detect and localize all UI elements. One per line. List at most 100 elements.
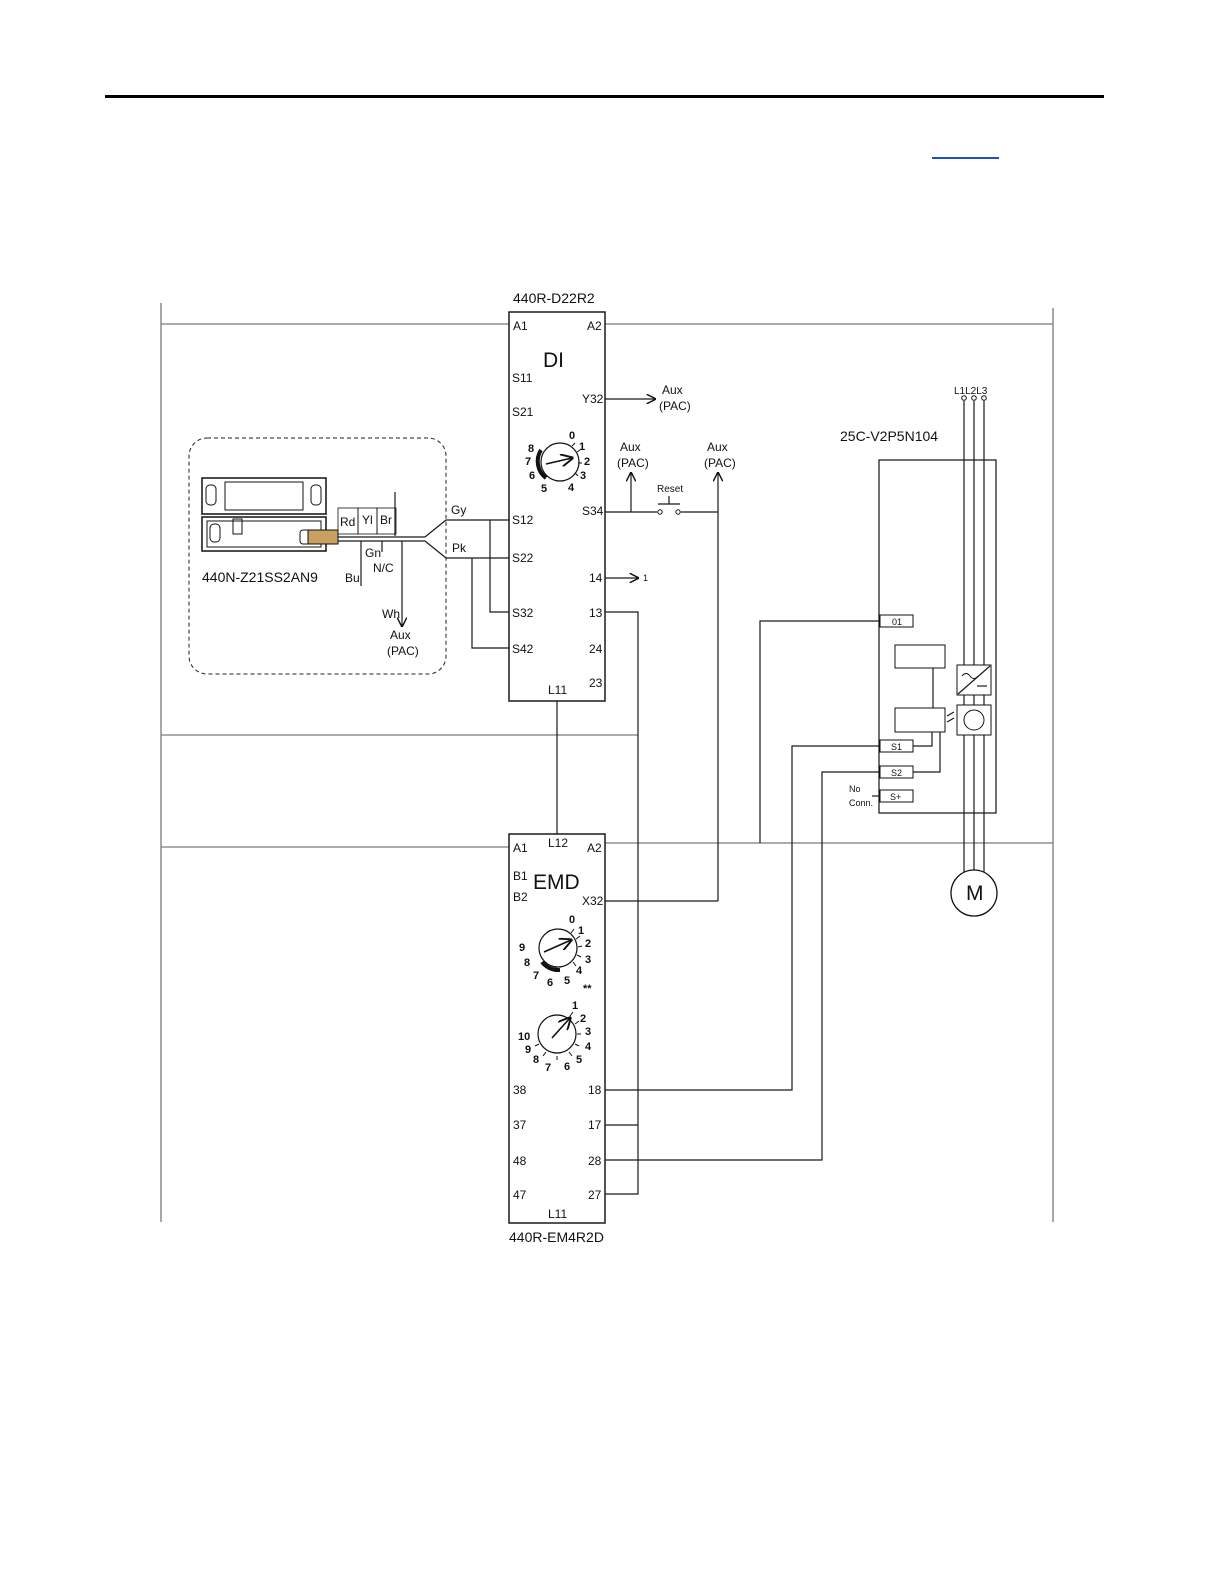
emd-38: 38 xyxy=(513,1083,527,1097)
drive-phases: L1L2L3 xyxy=(954,386,988,397)
di-dial: 0 1 2 3 4 5 6 7 8 xyxy=(525,430,590,495)
emd-18: 18 xyxy=(588,1083,602,1097)
di-s42: S42 xyxy=(512,642,534,656)
emd1-dial-9: 9 xyxy=(519,942,525,954)
drive-block-1 xyxy=(894,644,946,669)
wire-gy: Gy xyxy=(451,503,466,517)
emd-28: 28 xyxy=(588,1154,602,1168)
emd2-dial-2: 2 xyxy=(580,1013,586,1025)
reset-pac-1: (PAC) xyxy=(617,456,649,470)
wire-yl: Yl xyxy=(362,513,373,527)
di-24: 24 xyxy=(589,642,603,656)
emd2-dial-8: 8 xyxy=(533,1054,539,1066)
di-dial-8: 8 xyxy=(528,443,534,455)
emd1-dial-2: 2 xyxy=(585,938,591,950)
di-s32: S32 xyxy=(512,606,534,620)
di-emd-links xyxy=(556,611,639,1195)
drive-body xyxy=(878,459,997,814)
emd-relay-body xyxy=(508,833,606,1224)
emd1-dial-6: 6 xyxy=(547,977,553,989)
di-s21: S21 xyxy=(512,405,534,419)
di-a1: A1 xyxy=(513,319,528,333)
sensor-body xyxy=(201,516,327,552)
di-dial-3: 3 xyxy=(580,470,586,482)
y32-pac: (PAC) xyxy=(659,399,691,413)
di-s11: S11 xyxy=(512,371,533,385)
emd2-dial-10: 10 xyxy=(518,1031,530,1043)
wire-gn: Gn xyxy=(365,546,381,560)
emd-17: 17 xyxy=(588,1118,602,1132)
emd1-dial-1: 1 xyxy=(578,925,584,937)
wire-wh: Wh xyxy=(382,607,400,621)
motor: M xyxy=(950,869,998,917)
emd1-dial-5: 5 xyxy=(564,975,570,987)
emd-relay-part: 440R-EM4R2D xyxy=(509,1229,604,1245)
reset-circuit: Reset Aux (PAC) Aux (PAC) xyxy=(605,440,736,901)
di-dial-7: 7 xyxy=(525,456,531,468)
emd-b2: B2 xyxy=(513,890,528,904)
emd-47: 47 xyxy=(513,1188,527,1202)
di-dial-2: 2 xyxy=(584,456,590,468)
emd-x32: X32 xyxy=(582,894,604,908)
sensor-actuator xyxy=(201,477,327,515)
emd2-dial-7: 7 xyxy=(545,1062,551,1074)
drive-01: 01 xyxy=(892,617,902,627)
drive-conn: Conn. xyxy=(849,798,873,808)
reset-aux-2: Aux xyxy=(707,440,728,454)
di-dial-5: 5 xyxy=(541,483,547,495)
emd1-dial-3: 3 xyxy=(585,954,591,966)
reset-pac-2: (PAC) xyxy=(704,456,736,470)
y32-aux: Aux xyxy=(662,383,683,397)
emd-relay-name: EMD xyxy=(533,871,580,894)
di-14: 14 xyxy=(589,571,603,585)
t14-mark: 1 xyxy=(643,573,648,583)
sensor-assembly: 440N-Z21SS2AN9 Rd Yl Br Gn N/C Bu Wh Aux… xyxy=(188,437,509,675)
sensor-enclosure xyxy=(188,437,447,675)
wire-bu: Bu xyxy=(345,571,360,585)
di-relay-part: 440R-D22R2 xyxy=(513,290,595,306)
drive-block-2 xyxy=(894,707,946,733)
emd-l11: L11 xyxy=(548,1207,567,1221)
page-link-underline[interactable] xyxy=(932,157,999,159)
emd1-dial-7: 7 xyxy=(533,970,539,982)
reset-aux-1: Aux xyxy=(620,440,641,454)
emd-37: 37 xyxy=(513,1118,527,1132)
di-13: 13 xyxy=(589,606,603,620)
emd-dial-1: 0 1 2 3 4 5 6 7 8 9 ** xyxy=(519,914,592,995)
y32-aux-output: Aux (PAC) xyxy=(605,383,691,413)
emd2-dial-9: 9 xyxy=(525,1044,531,1056)
reset-label: Reset xyxy=(657,484,683,495)
di-s34: S34 xyxy=(582,504,604,518)
header-rule xyxy=(105,95,1104,98)
emd-drive-links xyxy=(605,620,880,1161)
di-s12: S12 xyxy=(512,513,534,527)
di-l11: L11 xyxy=(548,683,567,697)
emd2-dial-3: 3 xyxy=(585,1026,591,1038)
di-a2: A2 xyxy=(587,319,602,333)
emd1-dial-4: 4 xyxy=(576,965,583,977)
emd-l12: L12 xyxy=(548,836,568,850)
emd-a1: A1 xyxy=(513,841,528,855)
drive-s2: S2 xyxy=(891,768,902,778)
di-y32: Y32 xyxy=(582,392,604,406)
sensor-part: 440N-Z21SS2AN9 xyxy=(202,569,318,585)
di-dial-6: 6 xyxy=(529,470,535,482)
power-rails xyxy=(160,303,1054,1222)
emd2-dial-5: 5 xyxy=(576,1054,582,1066)
emd2-dial-4: 4 xyxy=(585,1041,592,1053)
di-relay-name: DI xyxy=(543,349,564,372)
emd-relay: 440R-EM4R2D EMD L12 A1 A2 B1 B2 X32 38 1… xyxy=(508,833,606,1245)
sensor-pac: (PAC) xyxy=(387,644,419,658)
emd-b1: B1 xyxy=(513,869,528,883)
emd1-dial-8: 8 xyxy=(524,957,530,969)
emd1-dial-0: 0 xyxy=(569,914,575,926)
di-23: 23 xyxy=(589,676,603,690)
emd-a2: A2 xyxy=(587,841,602,855)
emd1-stars: ** xyxy=(583,983,592,995)
di-dial-0: 0 xyxy=(569,430,575,442)
emd2-dial-1: 1 xyxy=(572,1000,578,1012)
wire-br: Br xyxy=(380,513,392,527)
di-relay: 440R-D22R2 DI A1 A2 S11 Y32 S21 S12 S34 … xyxy=(508,290,606,702)
di-dial-4: 4 xyxy=(568,482,575,494)
